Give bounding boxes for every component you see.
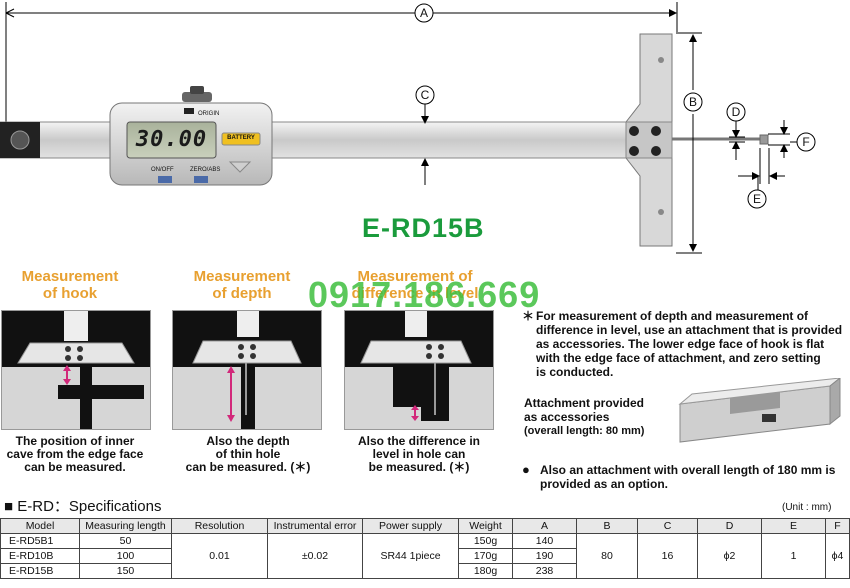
dim-label-a: A [419,6,428,20]
square-icon: ■ [4,498,14,515]
th-weight: Weight [458,518,513,534]
star-note: For measurement of depth and measurement… [536,309,843,379]
star-mark: ＊ [522,309,535,323]
photo-hook [1,310,151,430]
on-off-label: ON/OFF [151,167,174,173]
th-d: D [697,518,762,534]
th-c: C [637,518,698,534]
th-power: Power supply [362,518,459,534]
dim-label-b: B [688,95,697,109]
th-error: Instrumental error [267,518,363,534]
bullet-note: Also an attachment with overall length o… [540,463,836,491]
specs-title: ■ E-RD：Specifications [4,498,162,515]
th-a: A [512,518,577,534]
lcd-reading: 30.00 [135,127,208,152]
specs-table: Model Measuring length Resolution Instru… [0,518,850,579]
table-row: E-RD15B 150 180g 238 [0,563,850,579]
bullet-mark: ● [522,462,530,477]
model-name: E-RD15B [362,213,485,243]
photo-level [344,310,494,430]
dim-label-f: F [802,135,810,149]
th-b: B [576,518,638,534]
attachment-photo [678,378,841,443]
phone-watermark: 0917.186.669 [308,274,541,315]
table-row: E-RD5B1 50 0.01 ±0.02 SR44 1piece 150g 1… [0,533,850,579]
caliper-diagram [0,2,816,254]
th-model: Model [0,518,80,534]
beam [0,121,641,159]
zero-abs-label: ZERO/ABS [190,167,221,173]
battery-label: BATTERY [227,135,255,141]
dim-label-c: C [420,88,430,102]
dim-label-d: D [731,105,741,119]
dim-label-e: E [752,192,761,206]
th-length: Measuring length [79,518,172,534]
photo-depth [172,310,322,430]
lcd-display [126,121,217,159]
th-f: F [825,518,850,534]
th-e: E [761,518,826,534]
origin-label: ORIGIN [198,111,220,117]
th-resolution: Resolution [171,518,268,534]
specs-unit: (Unit : mm) [782,502,832,513]
